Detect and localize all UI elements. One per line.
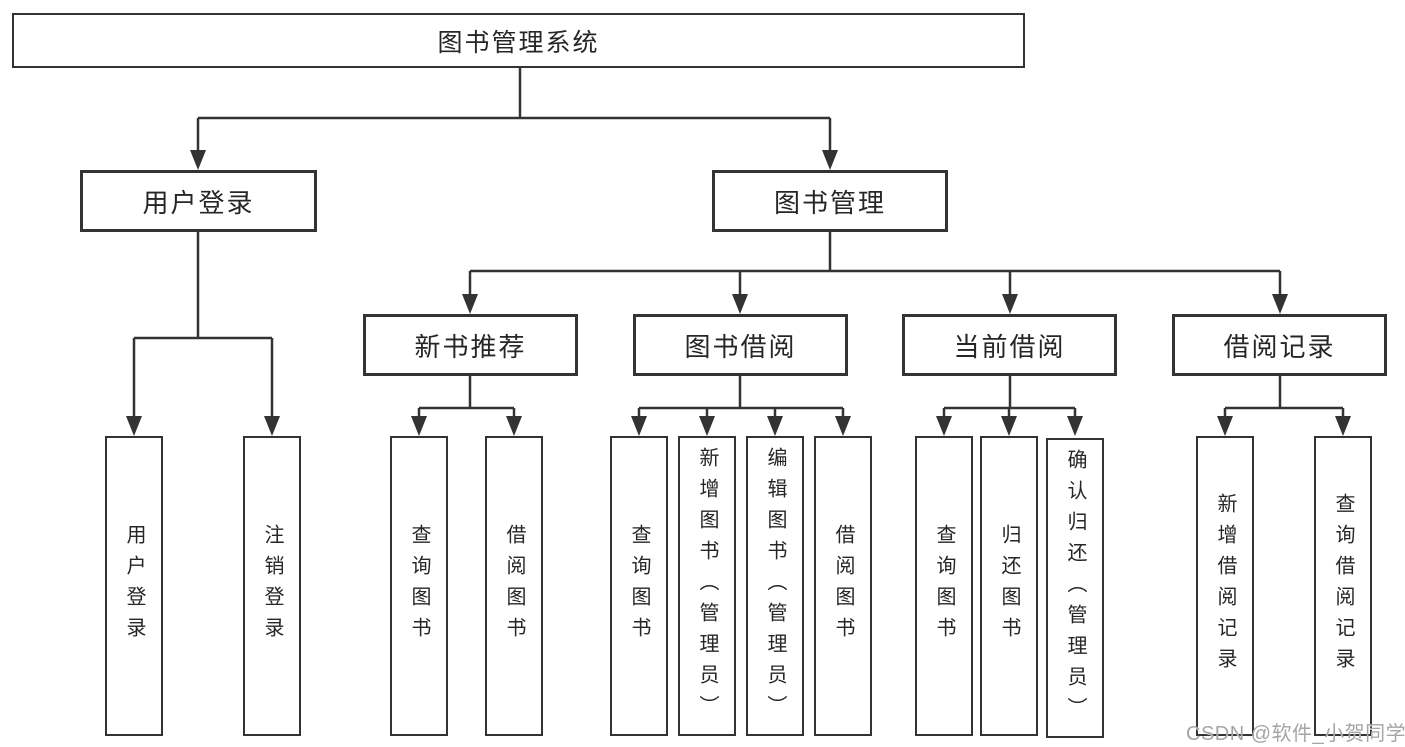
leaf-confirm-return-admin: 确认归还（管理员） xyxy=(1046,438,1104,738)
node-book-management: 图书管理 xyxy=(712,170,948,232)
leaf-add-book-admin: 新增图书（管理员） xyxy=(678,436,736,736)
leaf-query-borrow-record: 查询借阅记录 xyxy=(1314,436,1372,736)
leaf-user-login: 用户登录 xyxy=(105,436,163,736)
leaf-borrow-books-borrowing: 借阅图书 xyxy=(814,436,872,736)
leaf-return-book: 归还图书 xyxy=(980,436,1038,736)
leaf-borrow-books-recommend: 借阅图书 xyxy=(485,436,543,736)
csdn-watermark: CSDN @软件_小贺同学 xyxy=(1186,717,1405,746)
node-new-book-recommend-label: 新书推荐 xyxy=(414,331,527,362)
leaf-logout-label: 注销登录 xyxy=(261,524,283,648)
node-current-borrowing: 当前借阅 xyxy=(902,314,1117,376)
leaf-query-books-borrowing-label: 查询图书 xyxy=(628,524,650,648)
csdn-watermark-text: CSDN @软件_小贺同学 xyxy=(1186,723,1405,745)
leaf-confirm-return-admin-label: 确认归还（管理员） xyxy=(1064,448,1086,728)
leaf-logout: 注销登录 xyxy=(243,436,301,736)
node-borrow-records-label: 借阅记录 xyxy=(1223,331,1336,362)
leaf-return-book-label: 归还图书 xyxy=(998,524,1020,648)
leaf-add-borrow-record: 新增借阅记录 xyxy=(1196,436,1254,736)
node-root-label: 图书管理系统 xyxy=(437,28,600,57)
node-borrow-records: 借阅记录 xyxy=(1172,314,1387,376)
leaf-query-books-current: 查询图书 xyxy=(915,436,973,736)
node-book-borrowing-label: 图书借阅 xyxy=(684,331,797,362)
leaf-query-books-recommend-label: 查询图书 xyxy=(408,524,430,648)
node-root: 图书管理系统 xyxy=(12,13,1025,68)
leaf-query-borrow-record-label: 查询借阅记录 xyxy=(1332,493,1354,679)
node-current-borrowing-label: 当前借阅 xyxy=(953,331,1066,362)
leaf-user-login-label: 用户登录 xyxy=(123,524,145,648)
leaf-query-books-borrowing: 查询图书 xyxy=(610,436,668,736)
node-book-management-label: 图书管理 xyxy=(773,187,886,218)
node-book-borrowing: 图书借阅 xyxy=(633,314,848,376)
leaf-borrow-books-borrowing-label: 借阅图书 xyxy=(832,524,854,648)
node-user-login-label: 用户登录 xyxy=(142,187,255,218)
leaf-query-books-current-label: 查询图书 xyxy=(933,524,955,648)
leaf-query-books-recommend: 查询图书 xyxy=(390,436,448,736)
tree-edges xyxy=(132,68,1345,432)
leaf-borrow-books-recommend-label: 借阅图书 xyxy=(503,524,525,648)
node-user-login: 用户登录 xyxy=(80,170,317,232)
leaf-add-book-admin-label: 新增图书（管理员） xyxy=(696,446,718,726)
leaf-add-borrow-record-label: 新增借阅记录 xyxy=(1214,493,1236,679)
leaf-edit-book-admin: 编辑图书（管理员） xyxy=(746,436,804,736)
node-new-book-recommend: 新书推荐 xyxy=(363,314,578,376)
leaf-edit-book-admin-label: 编辑图书（管理员） xyxy=(764,446,786,726)
